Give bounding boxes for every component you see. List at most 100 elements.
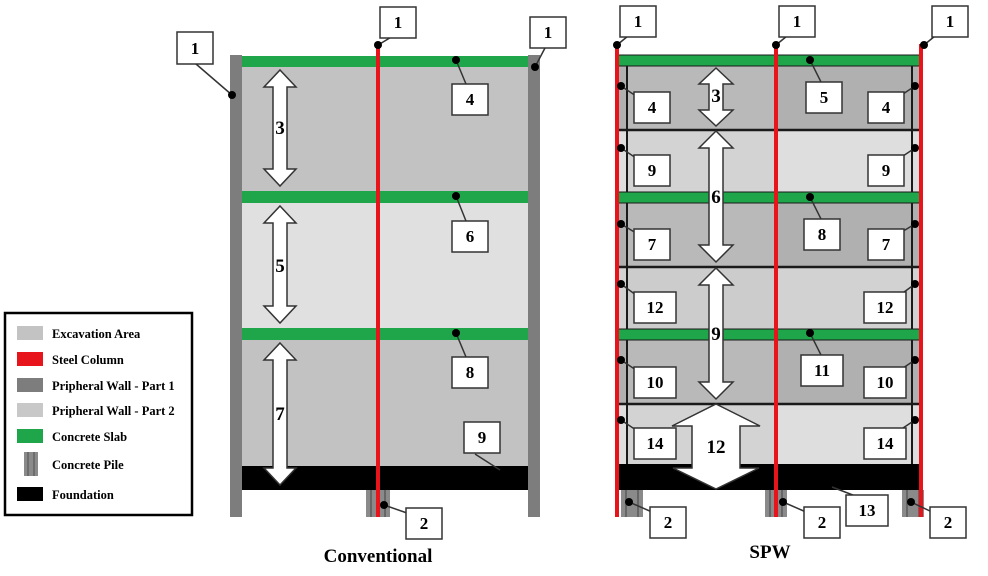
svg-text:3: 3: [275, 118, 285, 139]
callout: 9: [617, 144, 671, 187]
pile-swatch: [24, 452, 38, 476]
callout: 12: [863, 280, 919, 324]
callout: 1: [176, 31, 236, 99]
callout: 7: [617, 220, 671, 261]
callout: 10: [617, 356, 677, 399]
excavation-arrow: 6: [697, 129, 735, 264]
excavation-swatch: [17, 326, 43, 340]
svg-text:6: 6: [711, 187, 721, 208]
svg-text:13: 13: [859, 501, 876, 520]
legend: Excavation Area Steel Column Pripheral W…: [3, 311, 194, 517]
legend-label: Concrete Pile: [52, 458, 124, 472]
callout: 8: [803, 193, 841, 251]
svg-text:9: 9: [882, 161, 891, 180]
concrete-slab: [616, 191, 923, 204]
excavation-arrow: 9: [697, 266, 735, 401]
wall-part1-swatch: [17, 378, 43, 392]
excavation-arrow: 3: [697, 66, 735, 128]
svg-text:1: 1: [394, 13, 403, 32]
svg-text:12: 12: [707, 437, 726, 458]
legend-label: Excavation Area: [52, 327, 141, 341]
svg-text:8: 8: [466, 363, 475, 382]
svg-text:14: 14: [647, 434, 665, 453]
wall-divider: [617, 128, 922, 406]
callout: 13: [831, 486, 889, 527]
concrete-slab: [242, 191, 528, 203]
spw-diagram: 3 6 9 12 1 1 1: [613, 5, 969, 563]
callout: 2: [907, 498, 967, 539]
svg-text:2: 2: [944, 513, 953, 532]
callout: 8: [451, 329, 489, 389]
legend-label: Pripheral Wall - Part 2: [52, 404, 175, 418]
callout: 7: [867, 220, 919, 261]
concrete-slab: [616, 328, 923, 341]
callout: 5: [805, 56, 843, 114]
concrete-slab: [616, 54, 923, 67]
excavation-arrow: 7: [262, 341, 298, 487]
wall-part2-swatch: [17, 403, 43, 417]
legend-label: Steel Column: [52, 353, 124, 367]
callout: 4: [867, 82, 919, 124]
svg-text:4: 4: [648, 98, 657, 117]
svg-text:3: 3: [711, 86, 721, 107]
svg-text:12: 12: [647, 298, 664, 317]
svg-text:9: 9: [478, 428, 487, 447]
steel-swatch: [17, 352, 43, 366]
callout: 1: [772, 5, 816, 49]
concrete-slab: [242, 56, 528, 67]
svg-text:7: 7: [275, 404, 285, 425]
concrete-slab: [242, 328, 528, 340]
svg-text:7: 7: [882, 235, 891, 254]
callout: 14: [617, 416, 677, 460]
excavation-arrow: 12: [671, 403, 761, 490]
svg-text:1: 1: [544, 23, 553, 42]
svg-text:2: 2: [664, 513, 673, 532]
callout: 1: [374, 6, 417, 49]
spw-caption: SPW: [749, 542, 790, 563]
svg-text:9: 9: [648, 161, 657, 180]
excavation-arrow: 5: [262, 204, 298, 325]
svg-text:12: 12: [877, 298, 894, 317]
callout: 9: [463, 421, 501, 471]
excavation-arrow: 3: [262, 68, 298, 188]
svg-text:14: 14: [877, 434, 895, 453]
peripheral-wall-left: [230, 55, 242, 517]
callout: 6: [451, 192, 489, 253]
svg-text:10: 10: [877, 373, 894, 392]
svg-text:10: 10: [647, 373, 664, 392]
conventional-caption: Conventional: [324, 546, 433, 567]
wall-edge: [626, 66, 913, 464]
peripheral-wall-right: [528, 55, 540, 517]
legend-label: Concrete Slab: [52, 430, 127, 444]
conventional-diagram: 3 5 7 1 1 1: [176, 6, 567, 567]
callout: 2: [779, 498, 841, 539]
callout: 1: [529, 16, 567, 71]
svg-text:1: 1: [634, 12, 643, 31]
svg-text:4: 4: [466, 90, 475, 109]
legend-label: Foundation: [52, 488, 114, 502]
callout: 10: [863, 356, 919, 399]
svg-text:11: 11: [814, 361, 830, 380]
callout: 4: [617, 82, 671, 124]
legend-label: Pripheral Wall - Part 1: [52, 379, 175, 393]
svg-text:5: 5: [820, 88, 829, 107]
slab-swatch: [17, 429, 43, 443]
svg-text:2: 2: [818, 513, 827, 532]
svg-text:8: 8: [818, 225, 827, 244]
svg-text:4: 4: [882, 98, 891, 117]
foundation-swatch: [17, 487, 43, 501]
svg-text:6: 6: [466, 227, 475, 246]
callout: 9: [867, 144, 919, 187]
callout: 1: [613, 5, 657, 49]
foundation: [617, 464, 922, 490]
callout: 12: [617, 280, 677, 324]
svg-text:1: 1: [793, 12, 802, 31]
callout: 1: [920, 5, 969, 49]
svg-text:9: 9: [711, 324, 721, 345]
svg-text:7: 7: [648, 235, 657, 254]
callout: 11: [800, 329, 844, 387]
callout: 14: [863, 416, 919, 460]
svg-text:1: 1: [946, 12, 955, 31]
callout: 2: [625, 498, 687, 539]
